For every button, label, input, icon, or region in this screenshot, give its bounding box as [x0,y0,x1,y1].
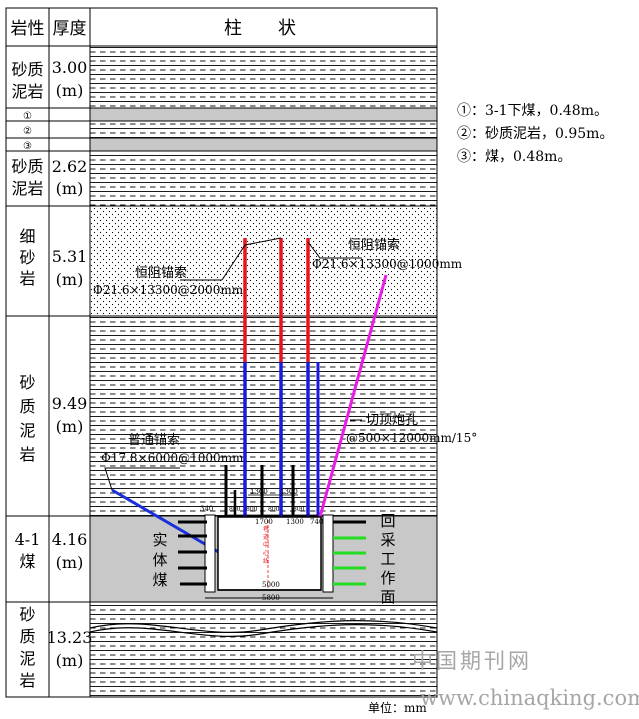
header-thickness: 厚度 [53,19,87,39]
watermark-cn: 中国期刊网 [412,649,532,673]
dim-1300: 1300 [286,518,304,526]
layer-unit-sandy-mudstone-2: (m) [56,179,84,198]
annotation-common-cable-title: 普通锚索 [128,433,180,448]
common-cable [111,488,223,556]
layer-unit-fine-sandstone: (m) [56,270,84,289]
layer-name-fine-sandstone: 细砂岩 [19,227,35,288]
legend-note-1: ①：3-1下煤，0.48m。 [457,103,608,119]
layer-thickness-coal-4-1: 4.16 [52,530,88,549]
dim-800-c: 800 [268,506,280,513]
layer-name-sandy-mudstone-1: 砂质泥岩 [11,60,43,101]
table-grid [5,7,438,698]
dim-340: 340 [200,505,213,513]
dim-1300-top: 1300 [250,488,268,496]
bedding-wave-line-2 [89,624,438,637]
stratum-thin-coal-3 [90,138,437,151]
blast-hole [318,274,388,518]
annotation-common-cable-spec: Φ17.8×6000@1000mm [101,451,244,465]
layer-thickness-sandy-mudstone-4: 13.23 [47,628,93,647]
dim-800-a: 800 [229,506,241,513]
header-lithology: 岩性 [11,19,45,39]
watermark-url: www.chinaqking.com [420,686,639,710]
leader-left-cable [221,237,282,281]
stratum-sandy-mudstone-2 [90,151,437,206]
layer-thickness-sandy-mudstone-1: 3.00 [52,58,88,77]
roadway-support [111,238,388,599]
annotation-cable-left-title: 恒阻锚索 [135,266,187,281]
annotation-cable-right-spec: Φ21.6×13300@1000mm [312,257,463,271]
layer-name-thin-2: ② [23,126,32,137]
stratum-thin-coal-1 [90,108,437,121]
layer-thickness-sandy-mudstone-3: 9.49 [52,394,88,413]
annotation-cable-right-title: 恒阻锚索 [348,238,400,253]
layer-labels: 砂质泥岩 3.00 (m) ① ② ③ 砂质泥岩 2.62 (m) 细砂岩 5.… [11,58,92,690]
dim-5800: 5800 [262,594,280,602]
layer-unit-sandy-mudstone-1: (m) [56,81,84,100]
stratum-thin-mudstone-2 [90,121,437,138]
right-rib-support [322,514,334,593]
dim-800-d: 800 [293,506,305,513]
annotation-working-face: 回采工作面 [380,512,395,606]
layer-name-sandy-mudstone-4: 砂质泥岩 [19,605,35,690]
legend-note-3: ③：煤，0.48m。 [457,149,571,165]
layer-unit-coal-4-1: (m) [56,553,84,572]
annotation-blast-hole-spec: @500×12000mm/15° [346,431,477,445]
stratum-sandy-mudstone-4 [90,602,437,697]
layer-name-sandy-mudstone-3: 砂质泥岩 [19,373,35,464]
annotation-cable-left-spec: Φ21.6×13300@2000mm [93,283,244,297]
layer-unit-sandy-mudstone-3: (m) [56,417,84,436]
annotation-roadway-centerline: 巷道中心线 [263,525,269,565]
table-header: 岩性 厚度 柱 状 [11,18,297,39]
dim-800-b: 800 [246,506,258,513]
legend-notes: ①：3-1下煤，0.48m。 ②：砂质泥岩，0.95m。 ③：煤，0.48m。 [457,103,613,165]
layer-thickness-fine-sandstone: 5.31 [52,247,88,266]
leader-right-cable [307,241,362,259]
stratum-sandy-mudstone-1 [90,46,437,108]
dim-1300-top-2: 1300 [280,488,298,496]
layer-thickness-sandy-mudstone-2: 2.62 [52,157,88,176]
annotations: 恒阻锚索 Φ21.6×13300@2000mm 恒阻锚索 Φ21.6×13300… [93,238,477,606]
dim-5000: 5000 [262,581,280,589]
header-column: 柱 状 [224,18,296,39]
leader-lines [104,237,362,491]
layer-name-thin-3: ③ [23,141,32,152]
annotation-blast-hole-title: 切顶炮孔 [366,413,418,428]
unit-label: 单位：mm [368,700,427,715]
dim-1700: 1700 [255,518,273,526]
legend-note-2: ②：砂质泥岩，0.95m。 [457,126,613,142]
layer-name-thin-1: ① [23,111,32,122]
annotation-solid-coal: 实体煤 [152,531,167,589]
layer-unit-sandy-mudstone-4: (m) [56,651,84,670]
footer: 单位：mm 中国期刊网 www.chinaqking.com [368,649,639,715]
roadway-section [217,516,322,591]
leader-common-cable [104,467,180,491]
dim-740: 740 [310,518,323,526]
bedding-wave-line [89,620,438,633]
layer-name-sandy-mudstone-2: 砂质泥岩 [11,157,43,198]
